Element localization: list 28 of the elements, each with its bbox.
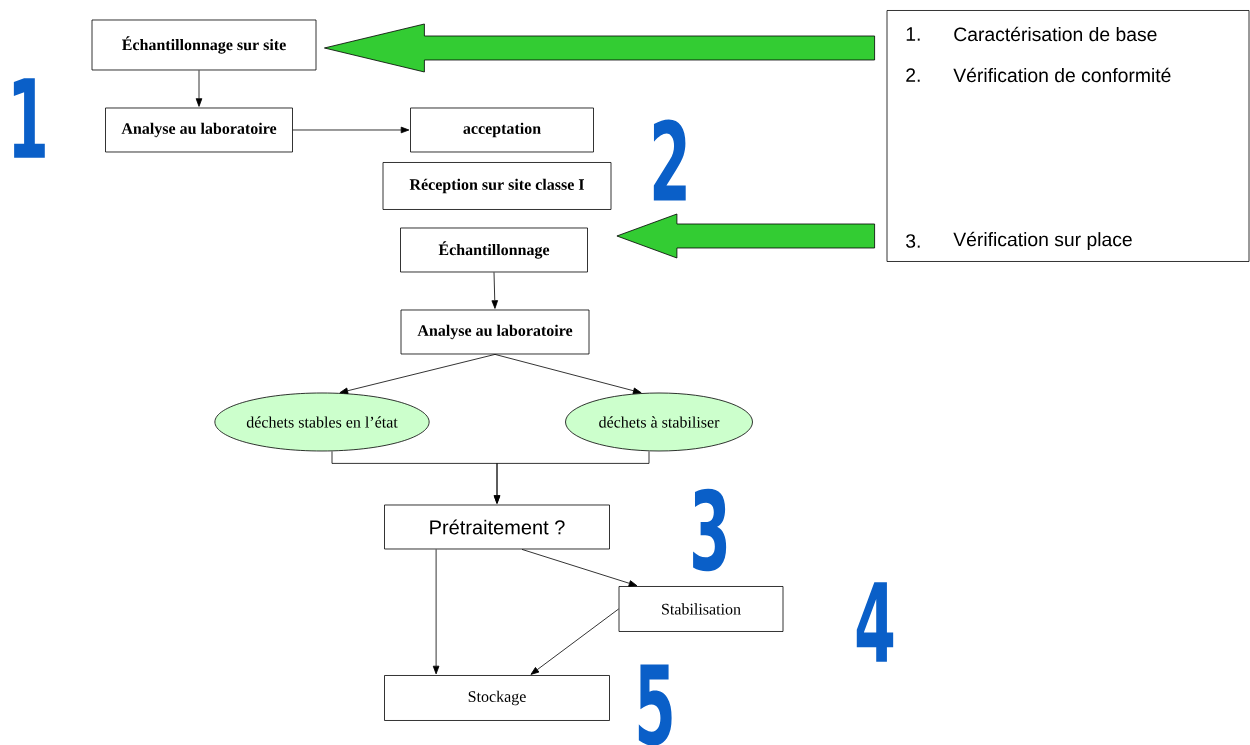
- step-number: 4: [856, 582, 894, 662]
- arrow: [339, 354, 496, 394]
- arrow: [493, 451, 650, 504]
- arrow: [292, 126, 410, 134]
- arrow: [491, 272, 499, 309]
- arrow: [432, 549, 440, 675]
- step-number: 1: [13, 78, 45, 158]
- step-number: 5: [638, 664, 672, 745]
- process-box: Échantillonnage: [400, 227, 588, 273]
- process-box: Échantillonnage sur site: [91, 19, 317, 71]
- arrow: [530, 608, 619, 675]
- arrow: [494, 354, 642, 394]
- block-arrow: [616, 213, 875, 259]
- ellipse-node: déchets stables en l’état: [214, 392, 430, 452]
- process-box: acceptation: [410, 107, 594, 153]
- process-box: Stockage: [384, 675, 610, 721]
- numbered-list-box: 1. Caractérisation de base 2. Vérification de conformité 3. Vérification sur place: [886, 10, 1250, 262]
- process-box: Prétraitement ?: [384, 504, 610, 550]
- step-number: 3: [693, 488, 727, 572]
- arrow: [521, 549, 638, 587]
- process-box: Analyse au laboratoire: [105, 107, 293, 153]
- process-box: Stabilisation: [618, 586, 784, 632]
- process-box: Réception sur site classe I: [382, 162, 612, 210]
- step-number: 2: [653, 119, 686, 201]
- arrow: [195, 70, 203, 107]
- ellipse-node: déchets à stabiliser: [565, 392, 753, 452]
- block-arrow: [324, 23, 875, 73]
- process-box: Analyse au laboratoire: [400, 309, 590, 355]
